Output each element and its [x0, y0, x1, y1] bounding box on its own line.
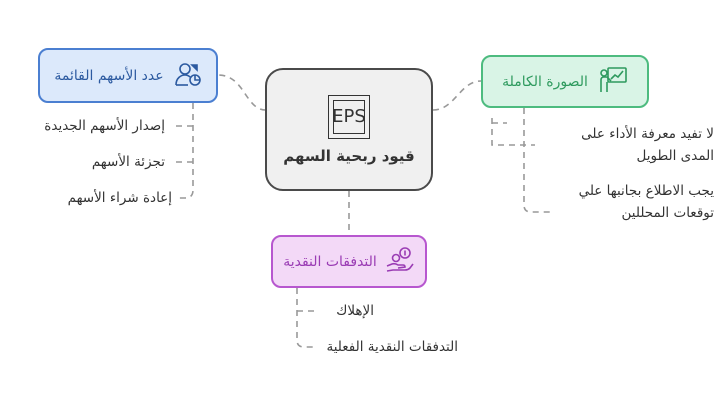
- connector-center-picture: [432, 80, 482, 111]
- shares-item-split: تجزئة الأسهم: [91, 154, 165, 170]
- eps-document-icon: EPS: [328, 94, 370, 139]
- cash-flow-item-depreciation: الإهلاك: [336, 303, 374, 319]
- user-pie-icon: [174, 60, 202, 92]
- shares-outstanding-node: عدد الأسهم القائمة: [38, 48, 218, 103]
- cash-flow-node: التدفقات النقدية: [271, 235, 427, 288]
- full-picture-label: الصورة الكاملة: [502, 73, 588, 90]
- eps-icon-text: EPS: [332, 106, 366, 127]
- connector-center-shares: [217, 74, 267, 111]
- full-picture-item-analysts: يجب الاطلاع بجانبها علي توقعات المحللين: [578, 183, 714, 221]
- cash-flow-label: التدفقات النقدية: [283, 253, 377, 270]
- cash-flow-item-actual: التدفقات النقدية الفعلية: [326, 339, 458, 355]
- hand-coins-icon: [385, 246, 415, 278]
- presentation-chart-icon: [598, 66, 628, 98]
- center-title: قيود ربحية السهم: [283, 146, 415, 165]
- full-picture-node: الصورة الكاملة: [481, 55, 649, 108]
- connector-picture-item-1: [491, 118, 535, 146]
- shares-outstanding-label: عدد الأسهم القائمة: [54, 67, 164, 84]
- connector-shares-items: [176, 103, 194, 199]
- connector-cash-items: [296, 288, 316, 348]
- shares-item-buyback: إعادة شراء الأسهم: [67, 190, 172, 206]
- connector-picture-items: [523, 108, 553, 213]
- shares-item-new-issuance: إصدار الأسهم الجديدة: [44, 118, 165, 134]
- center-node: EPS قيود ربحية السهم: [265, 68, 433, 191]
- full-picture-item-long-term: لا تفيد معرفة الأداء على المدى الطويل: [581, 126, 714, 164]
